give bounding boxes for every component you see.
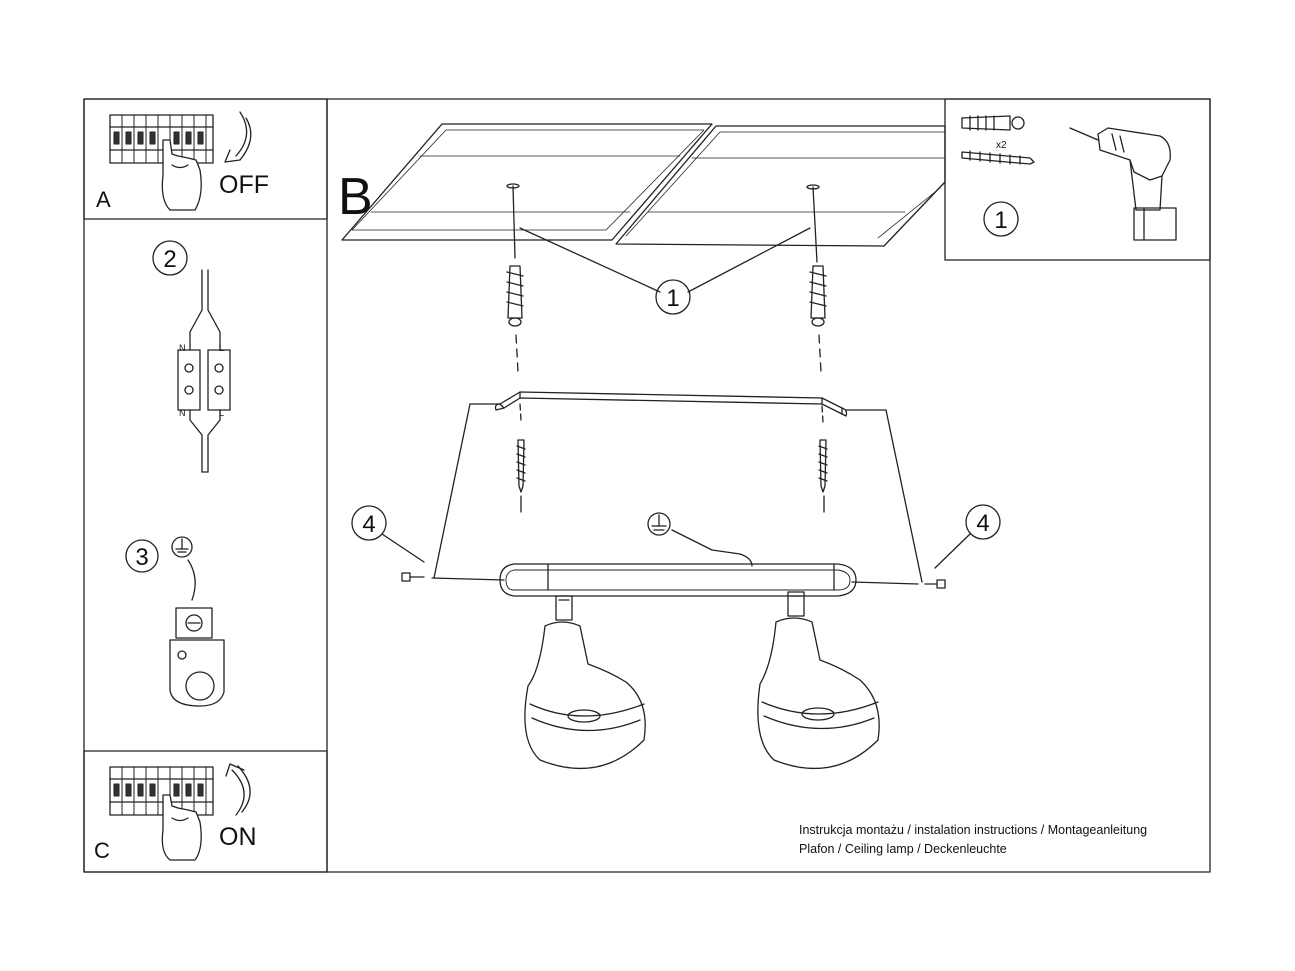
lamp-head-right [757,591,880,770]
panel-a-frame [83,98,328,220]
panel-b-label: B [338,168,373,226]
toolbox-step-1-circle [983,201,1019,237]
step-1-circle [655,279,691,315]
step-3-number: 3 [135,544,148,571]
step-4-right-number: 4 [976,510,989,537]
wall-plug-icon [506,265,524,327]
on-label: ON [219,823,257,851]
terminal-label-n-top: N [179,343,186,353]
lamp-head-left [524,595,646,770]
drill-guides [512,185,818,293]
ground-wire [671,529,753,567]
hand-icon [161,139,202,211]
guide-line [818,334,822,373]
step-1-number: 1 [666,285,679,312]
screw-small-icon [961,150,1035,165]
leader-line [381,533,425,563]
screw-icon [818,405,828,513]
step-4-right-circle [965,504,1001,540]
panel-c-label: C [94,838,110,863]
toolbox-step-1-number: 1 [994,207,1007,234]
terminal-label-n-bottom: N [179,408,186,418]
guide-line [515,334,519,373]
step-2-number: 2 [163,246,176,273]
terminal-label-l-top: L [219,343,224,353]
footer-subtitle: Plafon / Ceiling lamp / Deckenleuchte [799,842,1007,856]
step-2-circle [152,240,188,276]
breaker-panel-on-icon [109,766,214,816]
off-label: OFF [219,171,269,199]
wall-plug-icon [809,265,827,327]
terminal-label-l-bottom: L [219,408,224,418]
step-4-left-circle [351,505,387,541]
breaker-panel-off-icon [109,114,214,164]
outer-frame [83,98,1211,873]
ceiling-panel [341,123,946,247]
step-4-left-number: 4 [362,511,375,538]
mounting-bracket [494,391,848,417]
quantity-label: x2 [996,140,1007,151]
toolbox-frame [944,98,1211,261]
ground-symbol-icon [647,512,671,536]
drill-icon [1069,127,1177,241]
fitting-outline [433,403,923,583]
side-screw-icon [851,579,946,589]
footer-caption: Instrukcja montażu / instalation instruc… [799,821,1147,859]
ground-clamp-icon [169,607,225,707]
ground-wire [187,559,196,601]
screw-icon [516,403,526,513]
step-3-circle [125,539,159,573]
terminal-block-icon [177,269,231,473]
panel-a-label: A [96,187,111,212]
leader-line [934,533,971,569]
wall-plug-small-icon [961,115,1025,131]
lamp-base-bar [499,563,857,597]
arrow-up-icon [225,763,251,816]
ground-symbol-icon [171,536,193,558]
hand-icon [161,794,202,861]
panel-c-frame [83,750,328,873]
side-screw-icon [401,572,505,582]
arrow-down-icon [224,111,252,163]
footer-title: Instrukcja montażu / instalation instruc… [799,823,1148,837]
